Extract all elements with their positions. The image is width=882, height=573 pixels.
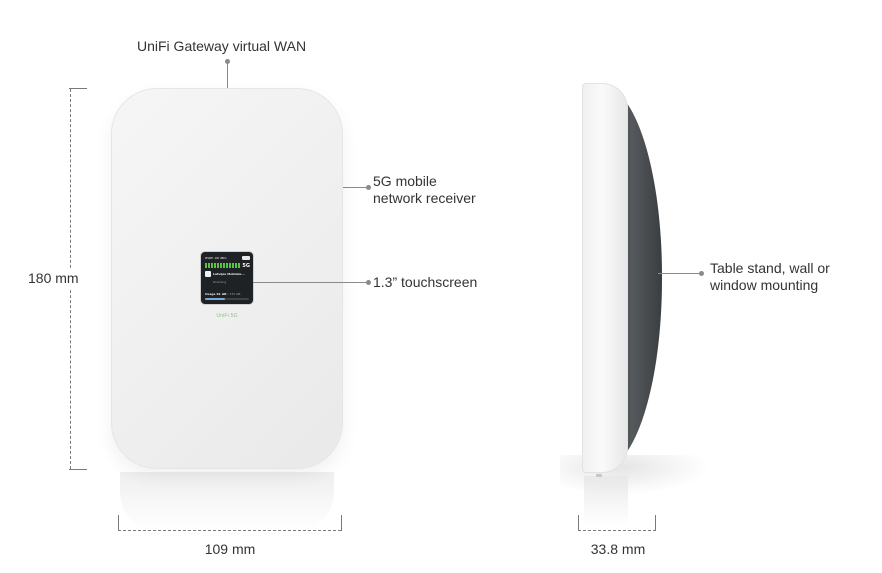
callout-wan-leader	[227, 61, 228, 88]
screen-usage-label: Usage 61 GB	[205, 292, 227, 296]
callout-touchscreen: 1.3” touchscreen	[373, 274, 478, 290]
callout-receiver-leader	[343, 187, 367, 188]
usage-progress-bar	[205, 298, 249, 300]
touchscreen-display: RSRP -98 dBm 5G Latvijas Mobilais... Roa…	[201, 252, 253, 304]
side-reflection	[584, 476, 628, 526]
width-dim-line	[118, 530, 341, 531]
callout-touchscreen-leader	[253, 282, 367, 283]
width-dimension-label: 109 mm	[204, 541, 256, 557]
brand-logo: UniFi 5G	[216, 313, 238, 319]
screen-sub-line: Roaming	[213, 280, 227, 284]
height-dim-top-tick	[69, 88, 87, 89]
front-reflection	[120, 472, 334, 532]
height-dim-bottom-tick	[69, 469, 87, 470]
depth-dimension-label: 33.8 mm	[590, 541, 646, 557]
width-dim-left-tick	[118, 515, 119, 531]
callout-touchscreen-dot	[366, 280, 371, 285]
screen-usage: Usage 61 GB / 135 GB	[205, 292, 250, 296]
height-dimension-label: 180 mm	[28, 268, 79, 288]
side-foot	[596, 474, 602, 477]
signal-bars-icon	[205, 263, 241, 268]
depth-dim-right-tick	[655, 515, 656, 531]
screen-usage-limit: / 135 GB	[227, 292, 241, 296]
depth-dim-left-tick	[578, 515, 579, 531]
screen-badge	[242, 256, 250, 260]
usage-progress-fill	[205, 298, 225, 300]
width-dim-right-tick	[341, 515, 342, 531]
screen-carrier: Latvijas Mobilais...	[213, 272, 245, 276]
carrier-icon	[205, 271, 211, 277]
callout-receiver-dot	[366, 185, 371, 190]
screen-status-line: RSRP -98 dBm	[205, 256, 227, 260]
depth-dim-line	[578, 530, 656, 531]
screen-network-type: 5G	[242, 263, 250, 269]
callout-receiver: 5G mobile network receiver	[373, 173, 476, 206]
callout-mounting: Table stand, wall or window mounting	[710, 260, 830, 293]
callout-mounting-leader	[658, 273, 700, 274]
callout-wan: UniFi Gateway virtual WAN	[137, 38, 307, 54]
gateway-side-front	[582, 83, 628, 473]
callout-mounting-dot	[699, 271, 704, 276]
